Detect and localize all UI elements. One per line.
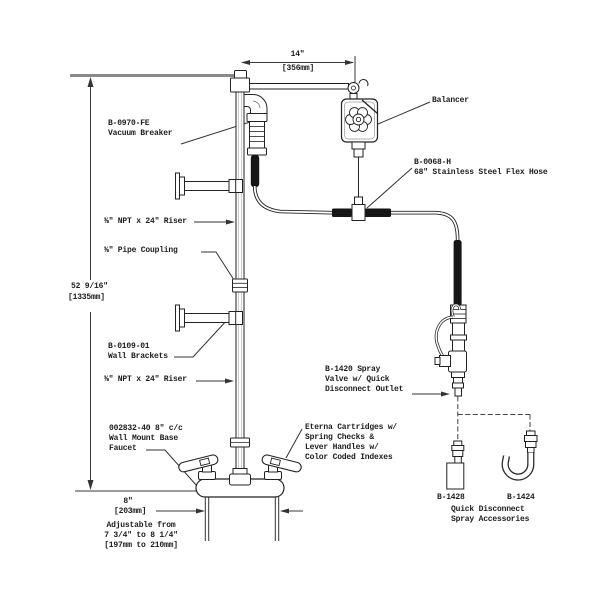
label-vacuum-breaker-line2: Vacuum Breaker [108, 129, 173, 138]
balancer-knob [345, 107, 372, 132]
label-adjustable-line1: Adjustable from [106, 521, 176, 530]
label-flex-hose-line2: 68" Stainless Steel Flex Hose [414, 168, 548, 177]
label-adjustable: Adjustable from 7 3/4" to 8 1/4" [197mm … [86, 521, 196, 551]
label-eterna-line1: Eterna Cartridges w/ [305, 423, 398, 432]
label-flex-hose-line1: B-0068-H [414, 158, 451, 167]
label-spray-valve-line1: B-1420 Spray [325, 365, 381, 374]
label-faucet-line1: 002832-40 8" c/c [109, 424, 183, 433]
label-dim-8-mm: [203mm] [114, 507, 147, 516]
supply-arm [249, 83, 349, 90]
label-eterna-line3: Lever Handles w/ [305, 443, 379, 452]
label-vacuum-breaker: B-0970-FE Vacuum Breaker [108, 119, 173, 139]
label-faucet-line2: Wall Mount Base [109, 434, 179, 443]
accessory-b1424 [501, 430, 538, 481]
quick-disconnect-outlet [451, 371, 465, 397]
label-eterna-cartridges: Eterna Cartridges w/ Spring Checks & Lev… [305, 423, 397, 463]
label-dim-8: 8" [123, 497, 133, 506]
vacuum-breaker [243, 94, 268, 187]
label-eterna-line4: Color Coded Indexes [305, 453, 393, 462]
label-balancer: Balancer [432, 96, 469, 105]
label-eterna-line2: Spring Checks & [305, 433, 375, 442]
faucet-handle-right [261, 454, 302, 473]
label-spray-accessories: Quick Disconnect Spray Accessories [451, 505, 529, 525]
label-faucet-line3: Faucet [109, 444, 137, 453]
label-b1428: B-1428 [437, 493, 465, 502]
wall-bracket-upper [175, 172, 243, 200]
label-riser-bottom: ⅜" NPT x 24" Riser [104, 375, 187, 384]
label-wall-brackets-line1: B-0109-01 [108, 342, 150, 351]
label-spray-accessories-line1: Quick Disconnect [451, 505, 525, 514]
label-adjustable-line3: [197mm to 210mm] [104, 541, 178, 550]
label-wall-brackets-line2: Wall Brackets [108, 352, 168, 361]
label-pipe-coupling: ⅜" Pipe Coupling [104, 246, 178, 255]
label-dim-52-mm: [1335mm] [68, 293, 105, 302]
leader-lines [146, 101, 443, 487]
label-spray-valve: B-1420 Spray Valve w/ Quick Disconnect O… [325, 365, 403, 395]
riser-top-tee [230, 70, 250, 93]
dashed-connectors [457, 396, 531, 441]
label-b1424: B-1424 [507, 493, 535, 502]
label-dim-14-mm: [356mm] [281, 64, 315, 73]
arrowheads [87, 60, 450, 514]
spray-valve [434, 303, 467, 397]
supply-nipples [204, 497, 280, 541]
label-spray-valve-line2: Valve w/ Quick [325, 375, 390, 384]
label-dim-52: 52 9/16" [71, 282, 108, 291]
label-flex-hose: B-0068-H 68" Stainless Steel Flex Hose [414, 158, 548, 178]
accessory-b1428 [446, 440, 465, 490]
label-dim-14: 14" [290, 50, 305, 59]
faucet-body [195, 437, 285, 498]
flex-hose [252, 185, 460, 241]
label-wall-brackets: B-0109-01 Wall Brackets [108, 342, 168, 362]
hose-grip [332, 196, 391, 221]
wall-bracket-lower [175, 304, 243, 332]
label-spray-accessories-line2: Spray Accessories [451, 515, 530, 524]
balancer-unit [340, 79, 379, 197]
label-riser-top: ⅜" NPT x 24" Riser [104, 217, 187, 226]
label-adjustable-line2: 7 3/4" to 8 1/4" [104, 531, 178, 540]
pipe-coupling [232, 278, 248, 293]
dimension-lines [70, 56, 356, 512]
faucet-handle-left [178, 454, 219, 473]
hose-vertical-section [453, 240, 462, 306]
label-spray-valve-line3: Disconnect Outlet [325, 385, 404, 394]
riser-pipe [235, 73, 245, 479]
label-faucet: 002832-40 8" c/c Wall Mount Base Faucet [109, 424, 183, 454]
label-vacuum-breaker-line1: B-0970-FE [108, 119, 150, 128]
